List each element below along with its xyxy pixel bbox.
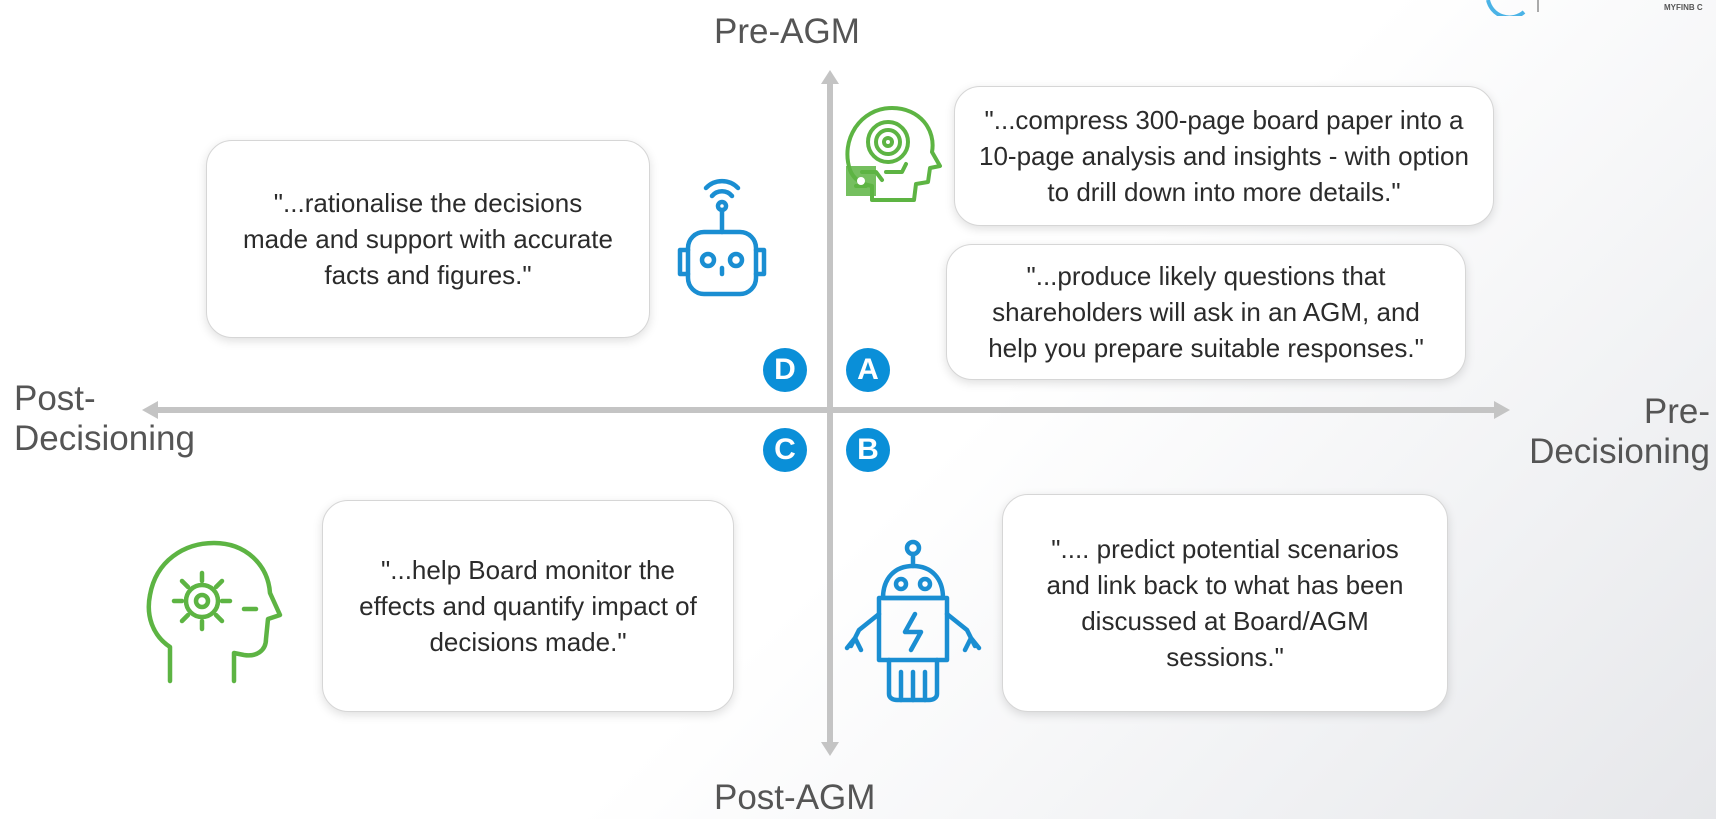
robot-icon — [844, 539, 982, 703]
card-rationalise-text: "...rationalise the decisions made and s… — [243, 188, 613, 290]
card-predict-text: ".... predict potential scenarios and li… — [1046, 534, 1404, 672]
gear-head-icon — [146, 540, 283, 684]
quadrant-badge-a: A — [846, 348, 890, 392]
card-compress-text: "...compress 300-page board paper into a… — [979, 105, 1469, 207]
horizontal-axis-arrow-right — [1494, 401, 1510, 419]
card-questions-text: "...produce likely questions that shareh… — [988, 261, 1424, 363]
quadrant-badge-c: C — [763, 428, 807, 472]
axis-label-left: Post- Decisioning — [14, 379, 195, 459]
card-monitor-text: "...help Board monitor the effects and q… — [359, 555, 697, 657]
axis-label-left-line1: Post- — [14, 379, 96, 418]
logo-mark — [1486, 0, 1539, 16]
axis-label-top: Pre-AGM — [714, 12, 860, 51]
quadrant-badge-d: D — [763, 348, 807, 392]
axis-label-right: Pre- Decisioning — [1529, 392, 1710, 472]
axis-label-right-line1: Pre- — [1643, 392, 1710, 431]
card-questions: "...produce likely questions that shareh… — [946, 244, 1466, 380]
axis-label-right-line2: Decisioning — [1529, 432, 1710, 471]
wifi-robot-icon — [677, 178, 767, 297]
card-monitor: "...help Board monitor the effects and q… — [322, 500, 734, 712]
axis-label-left-line2: Decisioning — [14, 419, 195, 458]
logo-text: MYFINB C — [1664, 3, 1703, 12]
card-rationalise: "...rationalise the decisions made and s… — [206, 140, 650, 338]
vertical-axis-arrow-bottom — [821, 742, 839, 756]
card-compress: "...compress 300-page board paper into a… — [954, 86, 1494, 226]
ai-head-circuit-icon — [845, 106, 942, 202]
vertical-axis-arrow-top — [821, 70, 839, 84]
axis-label-bottom: Post-AGM — [714, 778, 876, 817]
quadrant-badge-b: B — [846, 428, 890, 472]
horizontal-axis-arrow-left — [142, 401, 158, 419]
card-predict: ".... predict potential scenarios and li… — [1002, 494, 1448, 712]
